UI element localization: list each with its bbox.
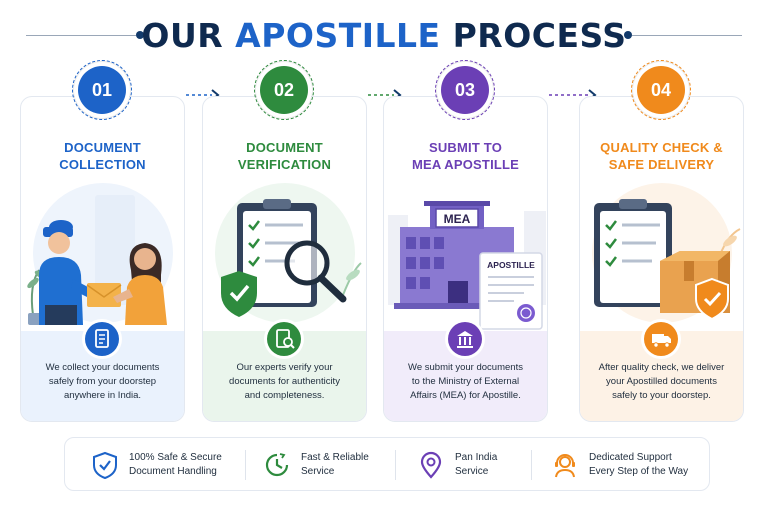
step-3-badge-ring <box>435 60 495 120</box>
feature-3-line2: Service <box>455 466 489 477</box>
feature-divider-1 <box>245 450 246 480</box>
document-search-icon <box>267 322 301 356</box>
step-4-desc-line2: your Apostilled documents <box>606 376 717 387</box>
delivery-truck-icon <box>644 322 678 356</box>
title-part-3: PROCESS <box>440 16 627 55</box>
step-4-number-badge: 04 <box>637 66 685 114</box>
step-4-description: After quality check, we deliver your Apo… <box>590 361 733 403</box>
feature-4-line1: Dedicated Support <box>589 452 672 463</box>
step-4-desc-line3: safely to your doorstep. <box>612 390 711 401</box>
step-2-desc-line1: Our experts verify your <box>236 362 333 373</box>
step-1-desc-line1: We collect your documents <box>45 362 160 373</box>
feature-3-text: Pan India Service <box>455 451 497 479</box>
title-rule-left <box>26 35 136 36</box>
title-dot-right <box>624 31 632 39</box>
step-4-label-line2: SAFE DELIVERY <box>608 157 715 172</box>
step-4-label-line1: QUALITY CHECK & <box>600 140 723 155</box>
features-bar: 100% Safe & Secure Document Handling Fas… <box>64 437 710 491</box>
step-2-label-line1: DOCUMENT <box>246 140 323 155</box>
delivery-handover-illustration <box>27 183 173 325</box>
building-icon <box>448 322 482 356</box>
step-3-desc-line2: to the Ministry of External <box>411 376 520 387</box>
step-4-desc-line1: After quality check, we deliver <box>598 362 725 373</box>
feature-3-line1: Pan India <box>455 452 498 463</box>
step-card-3: SUBMIT TO MEA APOSTILLE MEA APOSTILLE We… <box>383 96 548 422</box>
step-card-4: QUALITY CHECK & SAFE DELIVERY After qual… <box>579 96 744 422</box>
title-rule-right <box>632 35 742 36</box>
mea-building-illustration: MEA APOSTILLE <box>384 175 547 335</box>
step-2-badge-ring <box>254 60 314 120</box>
step-3-desc-line1: We submit your documents <box>408 362 523 373</box>
step-3-label-line2: MEA APOSTILLE <box>411 157 520 172</box>
step-2-desc-line3: and completeness. <box>244 390 325 401</box>
step-card-2: DOCUMENT VERIFICATION Our experts verify… <box>202 96 367 422</box>
verification-clipboard-illustration <box>215 183 362 323</box>
title-part-1: OUR <box>141 16 236 55</box>
step-2-desc-line2: documents for authenticity <box>229 376 340 387</box>
mea-sign-text: MEA <box>444 212 471 226</box>
step-3-label: SUBMIT TO MEA APOSTILLE <box>388 139 543 173</box>
feature-divider-3 <box>531 450 532 480</box>
step-1-description: We collect your documents safely from yo… <box>31 361 174 403</box>
step-2-label-line2: VERIFICATION <box>237 157 332 172</box>
feature-2-line1: Fast & Reliable <box>301 452 369 463</box>
step-2-number-badge: 02 <box>260 66 308 114</box>
step-4-badge-ring <box>631 60 691 120</box>
apostille-paper-label: APOSTILLE <box>487 260 535 270</box>
clock-icon <box>265 453 289 477</box>
feature-2-line2: Service <box>301 466 335 477</box>
feature-2-text: Fast & Reliable Service <box>301 451 369 479</box>
feature-4-line2: Every Step of the Way <box>589 466 689 477</box>
step-3-number-badge: 03 <box>441 66 489 114</box>
support-agent-icon <box>555 454 575 478</box>
title-accent: APOSTILLE <box>235 16 441 55</box>
document-icon <box>85 322 119 356</box>
step-4-label: QUALITY CHECK & SAFE DELIVERY <box>584 139 739 173</box>
step-1-desc-line3: anywhere in India. <box>63 390 142 401</box>
step-1-badge-ring <box>72 60 132 120</box>
feature-4-text: Dedicated Support Every Step of the Way <box>589 451 688 479</box>
title-row: OUR APOSTILLE PROCESS <box>0 14 768 55</box>
step-3-label-line1: SUBMIT TO <box>428 140 503 155</box>
step-1-label-line1: DOCUMENT <box>64 140 141 155</box>
page-title: OUR APOSTILLE PROCESS <box>0 16 768 55</box>
step-2-label: DOCUMENT VERIFICATION <box>207 139 362 173</box>
quality-delivery-illustration <box>592 183 741 323</box>
location-pin-icon <box>420 451 442 479</box>
step-1-number-badge: 01 <box>78 66 126 114</box>
shield-check-icon <box>93 451 117 479</box>
feature-1-line1: 100% Safe & Secure <box>129 452 222 463</box>
step-3-desc-line3: Affairs (MEA) for Apostille. <box>410 390 521 401</box>
step-1-label: DOCUMENT COLLECTION <box>25 139 180 173</box>
step-card-1: DOCUMENT COLLECTION We collect your docu… <box>20 96 185 422</box>
feature-1-text: 100% Safe & Secure Document Handling <box>129 451 222 479</box>
step-1-desc-line2: safely from your doorstep <box>48 376 157 387</box>
feature-1-line2: Document Handling <box>129 466 217 477</box>
title-dot-left <box>136 31 144 39</box>
step-1-label-line2: COLLECTION <box>59 157 146 172</box>
step-3-description: We submit your documents to the Ministry… <box>394 361 537 403</box>
feature-divider-2 <box>395 450 396 480</box>
step-2-description: Our experts verify your documents for au… <box>213 361 356 403</box>
